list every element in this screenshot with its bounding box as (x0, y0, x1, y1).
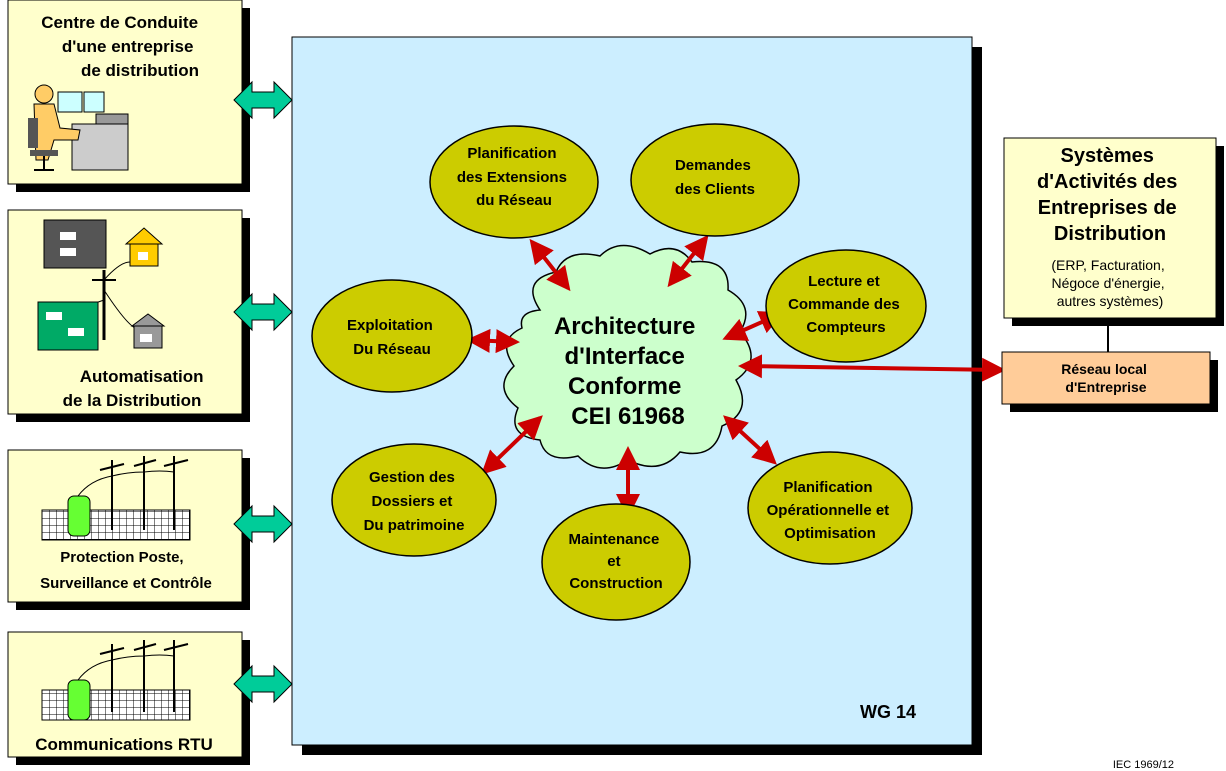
center-label-line: d'Interface (564, 343, 684, 370)
box-label-line: de la Distribution (63, 391, 202, 410)
function-ellipses: Planification des Extensions du Réseau D… (311, 123, 927, 621)
func-label-line: Du patrimoine (364, 517, 465, 534)
box-label-line: Centre de Conduite (41, 13, 198, 32)
svg-text:Systèmes d'Activités des: Systèmes d'Activités des Entreprises de … (1037, 145, 1183, 245)
svg-text:Demandes des Clients: Demandes des Clients (675, 157, 755, 198)
func-label-line: Commande des (788, 296, 900, 313)
func-label-line: du Réseau (476, 192, 552, 209)
svg-text:Automatisation de la Dis: Automatisation de la Distribution (63, 367, 209, 410)
teal-arrow (233, 664, 293, 704)
svg-text:Exploitation Du Réseau: Exploitation Du Réseau (347, 317, 437, 358)
enterprise-detail-line: Négoce d'énergie, (1051, 275, 1164, 291)
box-substation-protection: Protection Poste, Surveillance et Contrô… (7, 449, 250, 610)
func-label-line: Maintenance (568, 531, 659, 548)
func-maintenance: Maintenance et Construction (541, 503, 691, 621)
rtu-substation-icon (41, 640, 191, 721)
panel-label: WG 14 (860, 702, 916, 722)
svg-text:Gestion des Dossiers e: Gestion des Dossiers et Du patrimoine (364, 469, 465, 534)
svg-text:Planification des Exte: Planification des Extensions du Réseau (457, 145, 571, 209)
func-network-operation: Exploitation Du Réseau (311, 279, 473, 393)
enterprise-detail-line: autres systèmes) (1057, 293, 1164, 309)
func-label-line: Construction (569, 575, 662, 592)
svg-text:Réseau local d'Entrepris: Réseau local d'Entreprise (1061, 361, 1151, 395)
enterprise-lan-box: Réseau local d'Entreprise (1001, 351, 1218, 412)
func-label-line: Opérationnelle et (767, 502, 890, 519)
box-label-line: Protection Poste, (60, 549, 183, 566)
func-label-line: des Extensions (457, 169, 567, 186)
func-label-line: des Clients (675, 181, 755, 198)
func-label-line: Dossiers et (371, 493, 452, 510)
control-operator-icon (28, 84, 129, 171)
func-operational-planning: Planification Opérationnelle et Optimisa… (747, 451, 913, 565)
box-distribution-automation: Automatisation de la Distribution (7, 209, 250, 422)
teal-arrow (233, 504, 293, 544)
enterprise-title-line: Distribution (1054, 223, 1166, 245)
func-customer-requests: Demandes des Clients (630, 123, 800, 237)
lan-label-line: d'Entreprise (1065, 379, 1146, 395)
box-label-line: Communications RTU (35, 735, 213, 754)
red-arrow (481, 415, 543, 475)
box-label-line: Automatisation (80, 367, 204, 386)
red-arrow (466, 328, 520, 354)
func-label-line: Du Réseau (353, 341, 431, 358)
box-label-line: de distribution (81, 61, 199, 80)
red-arrow (738, 354, 1006, 382)
enterprise-title-line: Entreprises de (1038, 197, 1177, 219)
figure-reference: IEC 1969/12 (1112, 759, 1174, 771)
svg-text:Planification Opératio: Planification Opérationnelle et Optimisa… (767, 479, 894, 542)
teal-arrows (233, 80, 293, 704)
svg-text:Centre de Conduite d'une: Centre de Conduite d'une entreprise de d… (41, 13, 203, 80)
teal-arrow (233, 292, 293, 332)
svg-text:Protection Poste, Survei: Protection Poste, Surveillance et Contrô… (40, 549, 212, 592)
enterprise-title-line: d'Activités des (1037, 171, 1177, 193)
svg-text:Communications RTU: Communications RTU (35, 735, 213, 754)
func-label-line: Planification (783, 479, 872, 496)
func-label-line: Planification (467, 145, 556, 162)
func-label-line: Lecture et (808, 273, 880, 290)
func-network-planning: Planification des Extensions du Réseau (429, 125, 599, 239)
red-arrow (667, 234, 709, 288)
func-label-line: Compteurs (806, 319, 885, 336)
enterprise-detail-line: (ERP, Facturation, (1051, 257, 1164, 273)
svg-text:Architecture d'Interface: Architecture d'Interface Conforme CEI 61… (554, 313, 702, 430)
center-cloud: Architecture d'Interface Conforme CEI 61… (503, 244, 752, 469)
box-label-line: d'une entreprise (62, 37, 194, 56)
func-label-line: Demandes (675, 157, 751, 174)
enterprise-systems-box: Systèmes d'Activités des Entreprises de … (1003, 137, 1224, 326)
box-control-centre: Centre de Conduite d'une entreprise de d… (7, 0, 250, 192)
substation-icon (41, 456, 191, 541)
func-meter-reading: Lecture et Commande des Compteurs (765, 249, 927, 363)
red-arrow (723, 415, 777, 465)
func-label-line: Optimisation (784, 525, 876, 542)
teal-arrow (233, 80, 293, 120)
func-label-line: Exploitation (347, 317, 433, 334)
red-arrow (529, 238, 571, 292)
svg-text:(ERP, Facturation, Négoc: (ERP, Facturation, Négoce d'énergie, aut… (1051, 257, 1168, 309)
distribution-network-icon (37, 219, 166, 351)
center-label-line: CEI 61968 (571, 403, 684, 430)
func-label-line: et (607, 553, 620, 570)
center-label-line: Architecture (554, 313, 695, 340)
box-rtu-communications: Communications RTU (7, 631, 250, 765)
func-records-assets: Gestion des Dossiers et Du patrimoine (331, 443, 497, 557)
center-label-line: Conforme (568, 373, 681, 400)
enterprise-title-line: Systèmes (1061, 145, 1154, 167)
box-label-line: Surveillance et Contrôle (40, 575, 212, 592)
svg-text:Maintenance et: Maintenance et Construction (568, 531, 663, 592)
svg-text:Lecture et Commande de: Lecture et Commande des Compteurs (788, 273, 904, 336)
lan-label-line: Réseau local (1061, 361, 1147, 377)
func-label-line: Gestion des (369, 469, 455, 486)
